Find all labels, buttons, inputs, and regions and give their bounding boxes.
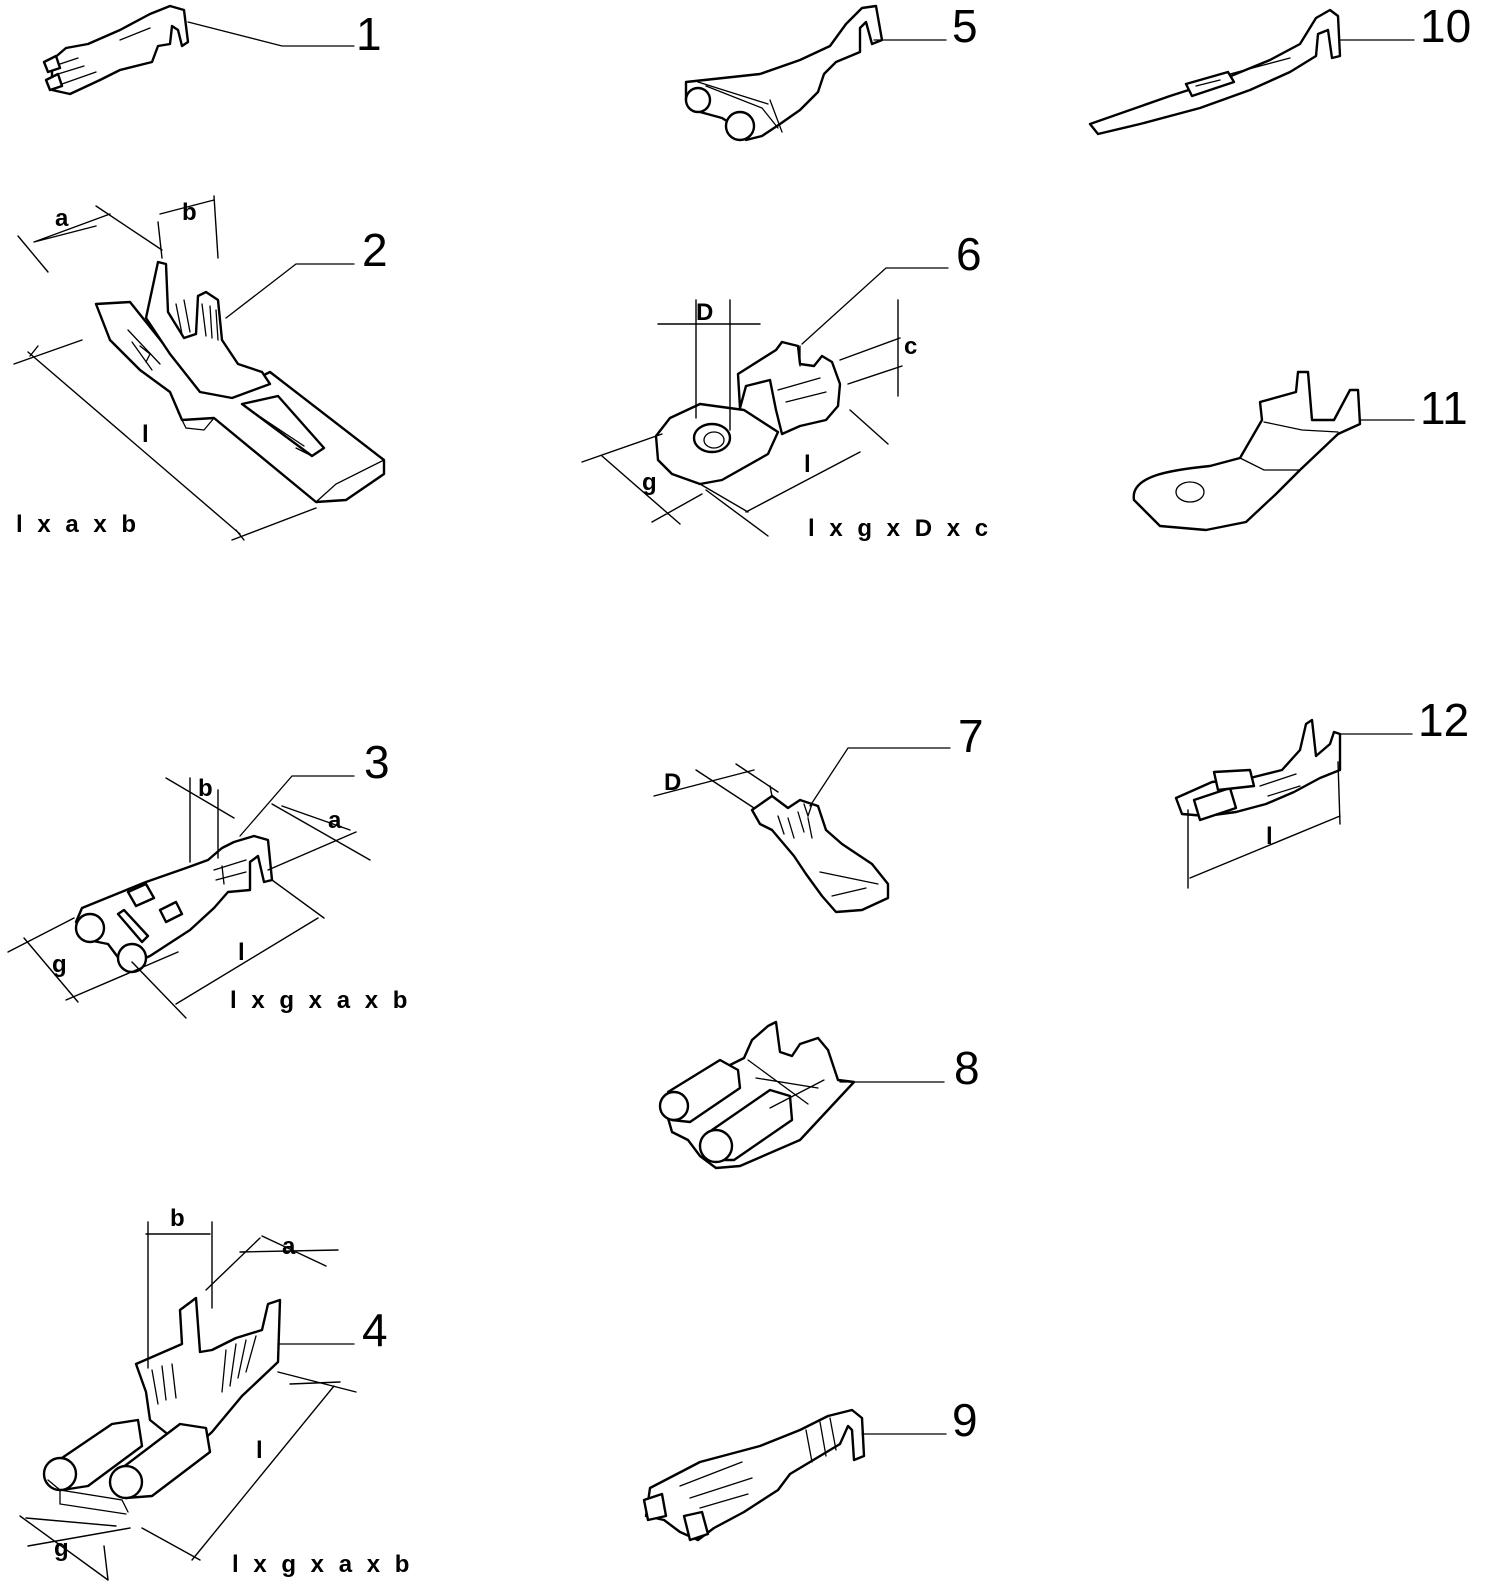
- terminal-3-formula: l x g x a x b: [230, 987, 411, 1014]
- terminal-6-drawing: [654, 340, 842, 486]
- terminal-3: b a g l l x g x a x b 3: [7, 736, 411, 1019]
- terminal-5-drawing: [684, 4, 884, 142]
- terminal-12-number: 12: [1418, 694, 1469, 746]
- terminal-7: D 7: [653, 710, 984, 914]
- terminal-11-drawing: [1132, 370, 1362, 532]
- terminal-8-drawing: [658, 1020, 856, 1170]
- terminal-11-number: 11: [1420, 382, 1468, 434]
- terminal-7-leader: [809, 747, 951, 807]
- terminal-7-dimensions: D: [653, 763, 779, 809]
- dim-a-label: a: [282, 1233, 296, 1260]
- dim-b-label: b: [182, 199, 197, 226]
- dim-l-label: l: [142, 421, 149, 448]
- terminal-3-dimensions: b a g l l x g x a x b: [7, 775, 411, 1019]
- terminal-2-dimensions: a b l l x a x b: [13, 195, 317, 541]
- terminal-12-dimensions: l: [1187, 761, 1341, 889]
- terminal-10: 10: [1088, 0, 1471, 136]
- dim-c-label: c: [904, 333, 917, 360]
- terminal-7-drawing: [750, 794, 890, 914]
- terminal-3-drawing: [74, 834, 274, 974]
- dim-g-label: g: [52, 951, 67, 978]
- terminal-5: 5: [684, 0, 978, 142]
- terminal-12: l 12: [1174, 694, 1469, 889]
- terminal-1-drawing: [42, 4, 190, 96]
- terminal-6-number: 6: [956, 228, 982, 280]
- dim-g-label: g: [54, 1535, 69, 1562]
- terminal-4-dimensions: b a l g l x g x a x b: [19, 1205, 413, 1581]
- terminal-1-leader: [187, 21, 355, 47]
- dim-l-label: l: [1266, 823, 1273, 850]
- terminal-5-number: 5: [952, 0, 978, 52]
- terminal-4-drawing: [42, 1296, 282, 1515]
- dim-b-label: b: [198, 775, 213, 802]
- terminal-9-number: 9: [952, 1394, 978, 1446]
- terminal-6-leader: [801, 267, 949, 345]
- terminal-8: 8: [658, 1020, 980, 1170]
- terminal-2-formula: l x a x b: [16, 511, 140, 538]
- dim-g-label: g: [642, 469, 657, 496]
- dim-D-label: D: [664, 769, 681, 796]
- terminal-9-drawing: [642, 1408, 866, 1542]
- terminal-4-number: 4: [362, 1304, 388, 1356]
- terminal-2: a b l l x a x b 2: [13, 195, 388, 541]
- terminal-6: D c g l l x g x D x c 6: [581, 228, 992, 542]
- dim-a-label: a: [55, 205, 69, 232]
- terminal-6-dimensions: D c g l l x g x D x c: [581, 299, 992, 542]
- terminal-7-number: 7: [958, 710, 984, 762]
- terminal-12-drawing: [1174, 718, 1342, 822]
- dim-D-label: D: [696, 299, 713, 326]
- terminal-2-drawing: [94, 260, 386, 504]
- terminal-4: b a l g l x g x a x b 4: [19, 1205, 413, 1581]
- terminal-9: 9: [642, 1394, 978, 1542]
- dim-l-label: l: [804, 451, 811, 478]
- terminal-10-number: 10: [1420, 0, 1471, 52]
- terminal-1-number: 1: [356, 8, 382, 60]
- terminal-2-leader: [225, 263, 355, 319]
- terminal-6-formula: l x g x D x c: [808, 515, 992, 542]
- dim-a-label: a: [328, 807, 342, 834]
- terminal-10-drawing: [1088, 8, 1342, 136]
- terminal-8-number: 8: [954, 1042, 980, 1094]
- terminal-1: 1: [42, 4, 382, 96]
- dim-b-label: b: [170, 1205, 185, 1232]
- terminal-3-number: 3: [364, 736, 390, 788]
- terminal-2-number: 2: [362, 224, 388, 276]
- terminal-3-leader: [239, 775, 355, 837]
- dim-l-label: l: [238, 939, 245, 966]
- terminal-4-formula: l x g x a x b: [232, 1551, 413, 1578]
- terminal-11: 11: [1132, 370, 1468, 532]
- dim-l-label: l: [256, 1437, 263, 1464]
